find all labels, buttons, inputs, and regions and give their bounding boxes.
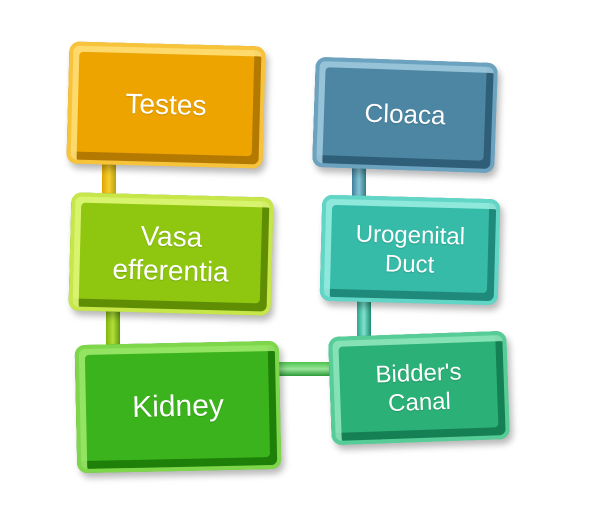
node-vasa-efferentia-label: Vasa efferentia [112, 218, 230, 289]
node-kidney: Kidney [74, 340, 282, 474]
node-cloaca: Cloaca [312, 56, 498, 174]
connector-kidney-bidders [272, 362, 338, 376]
node-bidders-canal-label: Bidder's Canal [375, 357, 463, 418]
node-testes: Testes [66, 41, 266, 169]
connector-urogenital-cloaca [352, 164, 366, 204]
label-line: Cloaca [364, 97, 446, 131]
node-urogenital-duct-label: Urogenital Duct [355, 219, 466, 280]
node-testes-label: Testes [125, 87, 207, 123]
label-line: Testes [125, 87, 207, 121]
label-line: Bidder's [375, 358, 462, 389]
label-line: Canal [387, 387, 452, 418]
label-line: Kidney [131, 388, 225, 424]
connector-bidders-urogenital [357, 296, 371, 342]
label-line: Urogenital [355, 220, 466, 251]
node-vasa-efferentia: Vasa efferentia [68, 192, 274, 316]
node-kidney-label: Kidney [132, 388, 224, 427]
node-urogenital-duct: Urogenital Duct [319, 194, 501, 306]
connector-vasa-kidney [106, 306, 120, 352]
node-cloaca-label: Cloaca [364, 98, 446, 133]
label-line: Vasa [140, 220, 203, 253]
label-line: Duct [384, 250, 435, 279]
label-line: efferentia [112, 253, 230, 288]
node-bidders-canal: Bidder's Canal [328, 330, 510, 446]
